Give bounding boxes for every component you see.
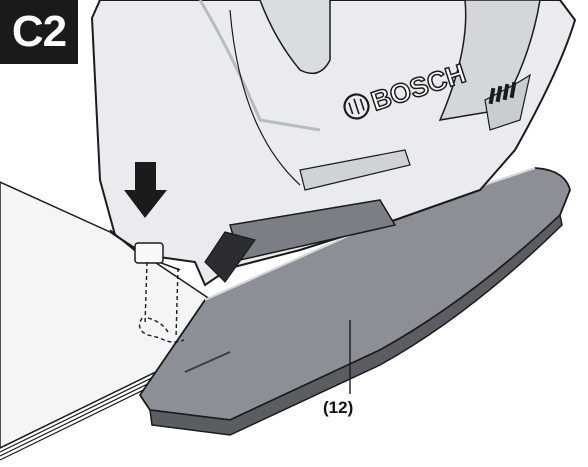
down-arrow-icon [124, 162, 167, 218]
callout-label: (12) [323, 398, 354, 417]
vent-slots [488, 81, 517, 105]
tool-body [90, 0, 577, 287]
base-plate [138, 167, 571, 436]
staple-guide [138, 261, 185, 343]
figure-label: C2 [0, 0, 78, 64]
